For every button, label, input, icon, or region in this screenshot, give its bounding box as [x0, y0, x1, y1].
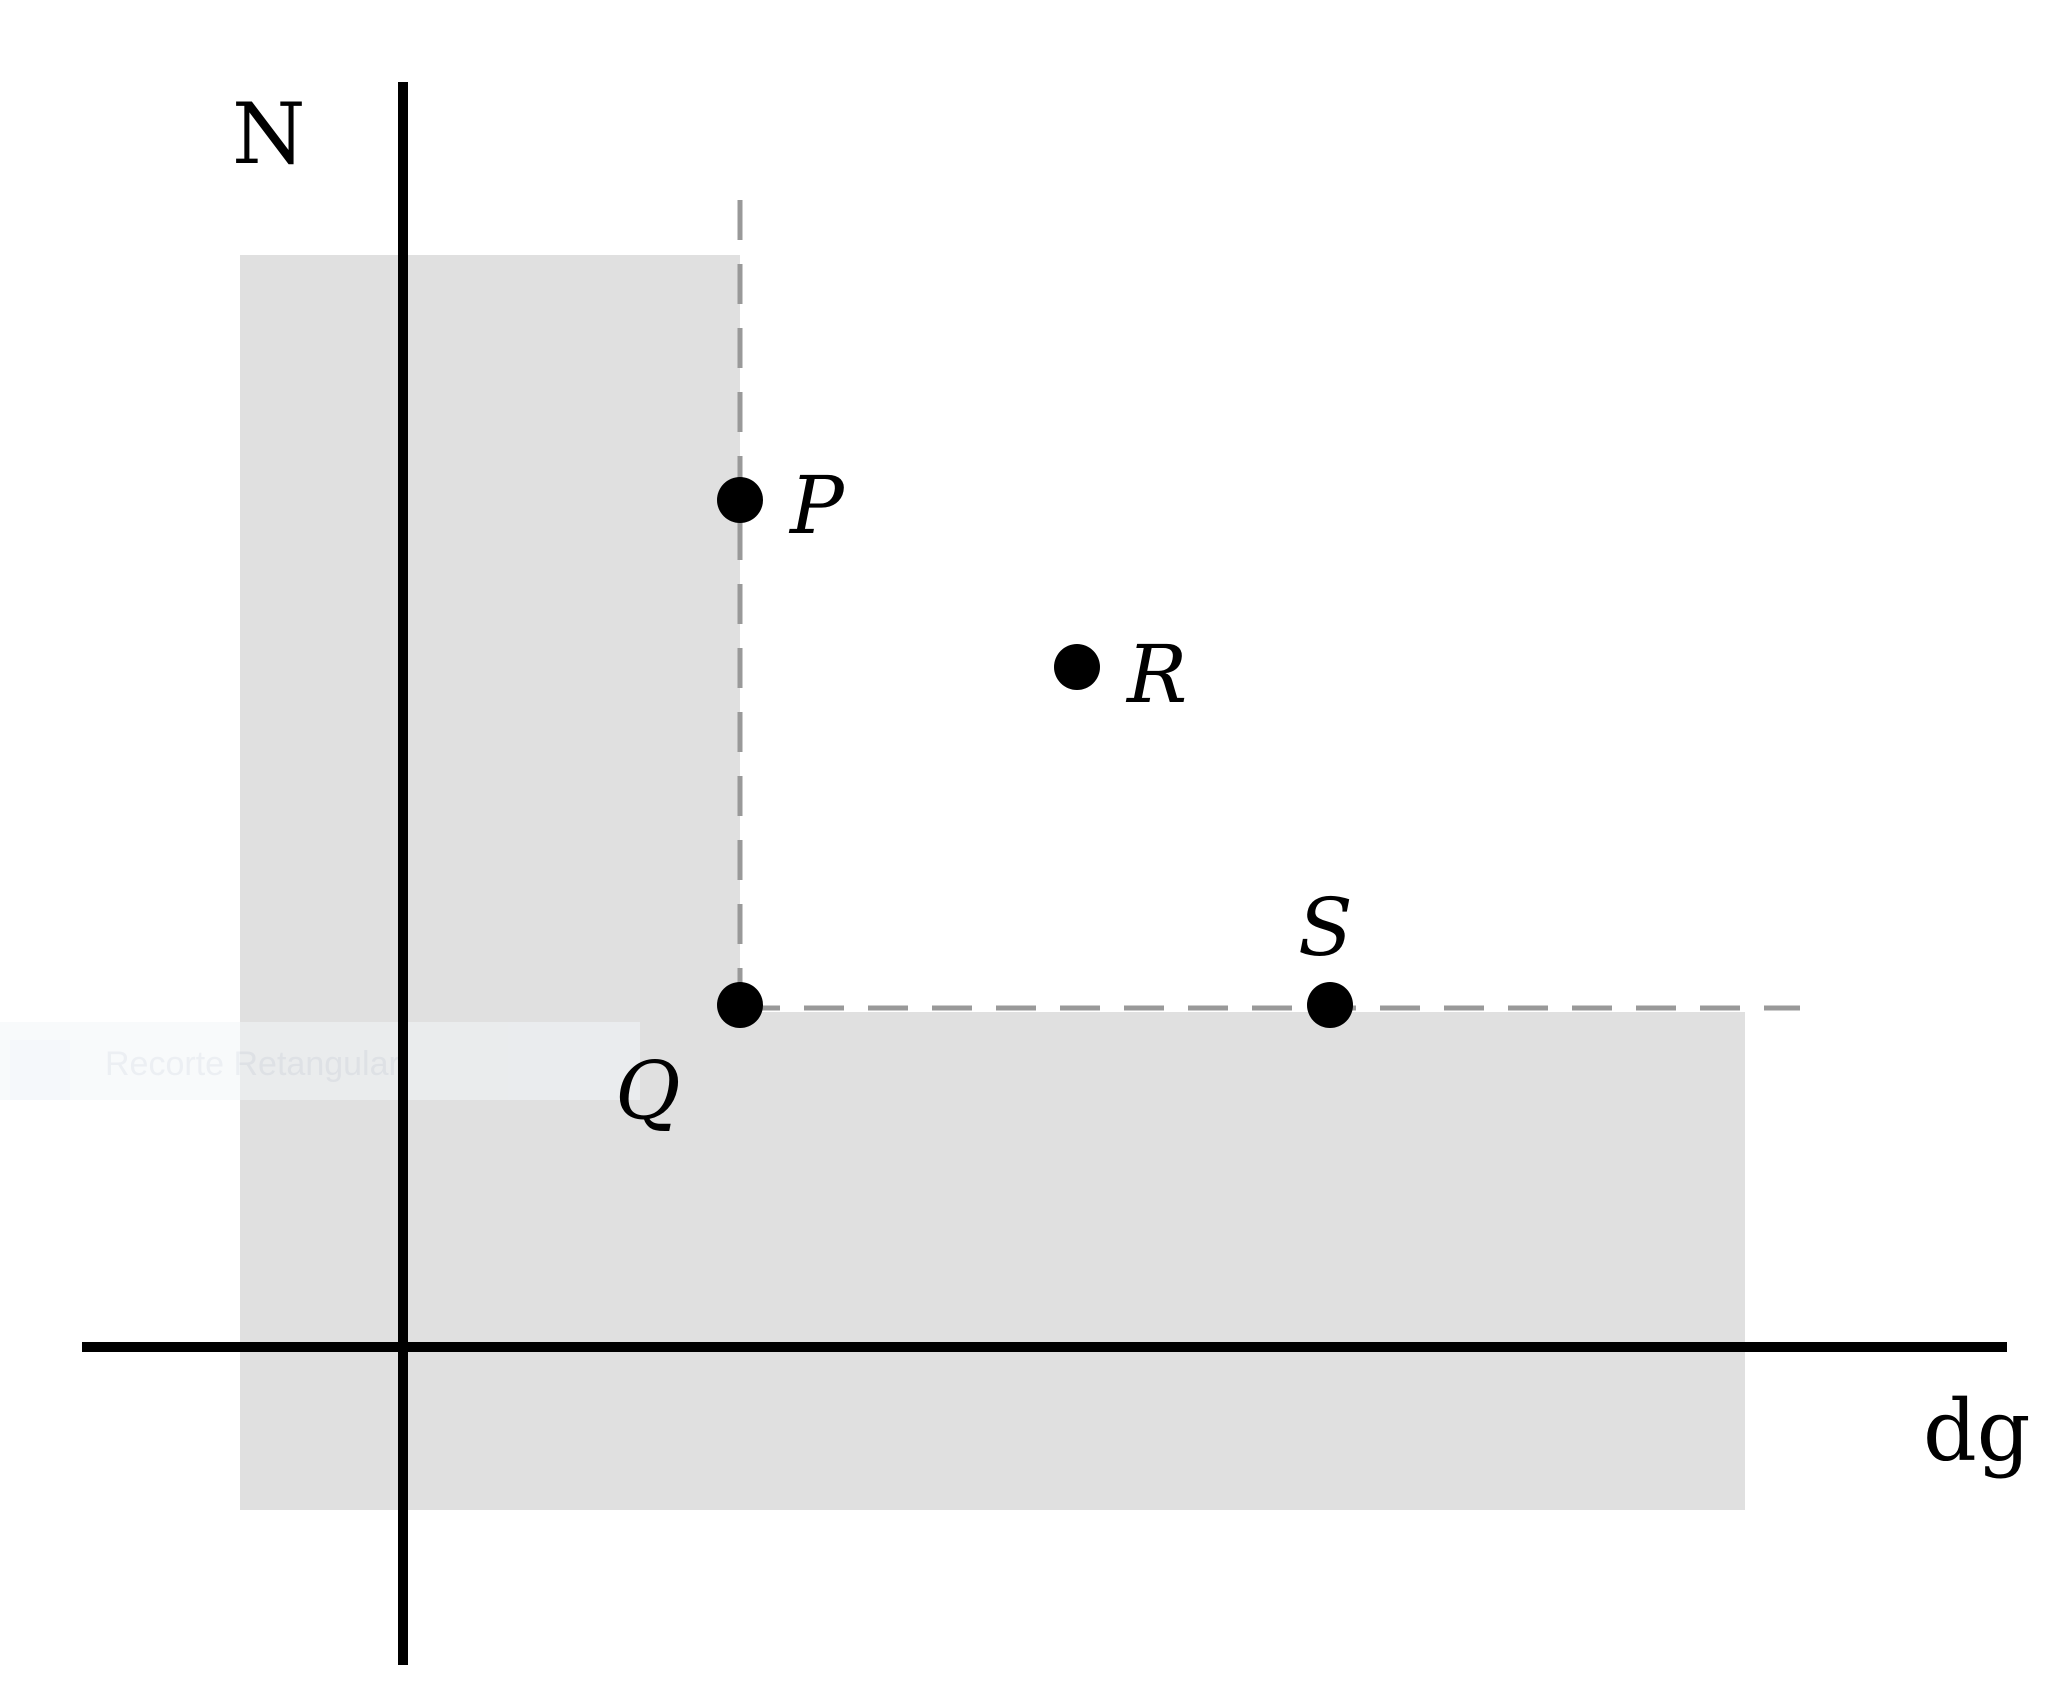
point-p: [717, 477, 763, 523]
snipping-tool-overlay: Recorte Retangular: [0, 1022, 640, 1100]
point-q: [717, 982, 763, 1028]
points: [717, 477, 1353, 1028]
overlay-box: [0, 1022, 640, 1100]
point-label-r: R: [1125, 628, 1187, 721]
axes: [82, 82, 2007, 1665]
point-label-p: P: [788, 459, 845, 552]
overlay-label: Recorte Retangular: [105, 1045, 400, 1083]
point-label-q: Q: [615, 1044, 681, 1137]
point-label-s: S: [1298, 881, 1353, 974]
point-s: [1307, 982, 1353, 1028]
point-r: [1054, 644, 1100, 690]
overlay-icon: [10, 1040, 70, 1100]
shaded-region: [240, 255, 1745, 1510]
dashed-boundary: [737, 200, 1800, 1011]
vertical-axis-label: N: [232, 85, 306, 183]
horizontal-axis-label: dg: [1923, 1382, 2031, 1480]
